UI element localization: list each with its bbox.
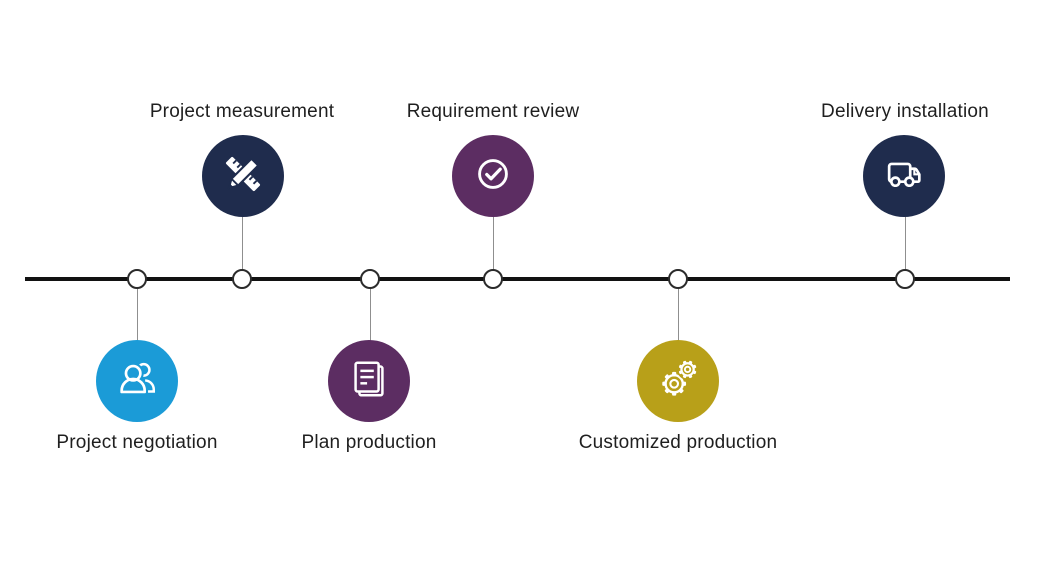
milestone-circle-project-measurement — [202, 135, 284, 217]
milestone-circle-delivery-installation — [863, 135, 945, 217]
milestone-label: Project measurement — [149, 101, 335, 122]
connector-line — [493, 216, 494, 270]
milestone-label: Project negotiation — [56, 432, 218, 453]
milestone-circle-requirement-review — [452, 135, 534, 217]
timeline-node — [895, 269, 915, 289]
document-icon — [346, 356, 392, 407]
timeline-node — [232, 269, 252, 289]
timeline-node — [483, 269, 503, 289]
connector-line — [678, 288, 679, 341]
milestone-circle-plan-production — [328, 340, 410, 422]
ruler-pencil-icon — [220, 151, 266, 202]
connector-line — [137, 288, 138, 341]
milestone-label: Plan production — [301, 432, 437, 453]
people-icon — [114, 356, 160, 407]
milestone-label: Delivery installation — [821, 101, 989, 122]
connector-line — [370, 288, 371, 341]
milestone-label: Requirement review — [406, 101, 580, 122]
timeline-axis — [25, 277, 1010, 281]
timeline-node — [127, 269, 147, 289]
connector-line — [242, 216, 243, 270]
truck-icon — [881, 151, 927, 202]
milestone-circle-project-negotiation — [96, 340, 178, 422]
milestone-label: Customized production — [578, 432, 778, 453]
check-circle-icon — [470, 151, 516, 202]
gears-icon — [655, 356, 701, 407]
timeline-node — [360, 269, 380, 289]
timeline-node — [668, 269, 688, 289]
milestone-circle-customized-production — [637, 340, 719, 422]
connector-line — [905, 216, 906, 270]
